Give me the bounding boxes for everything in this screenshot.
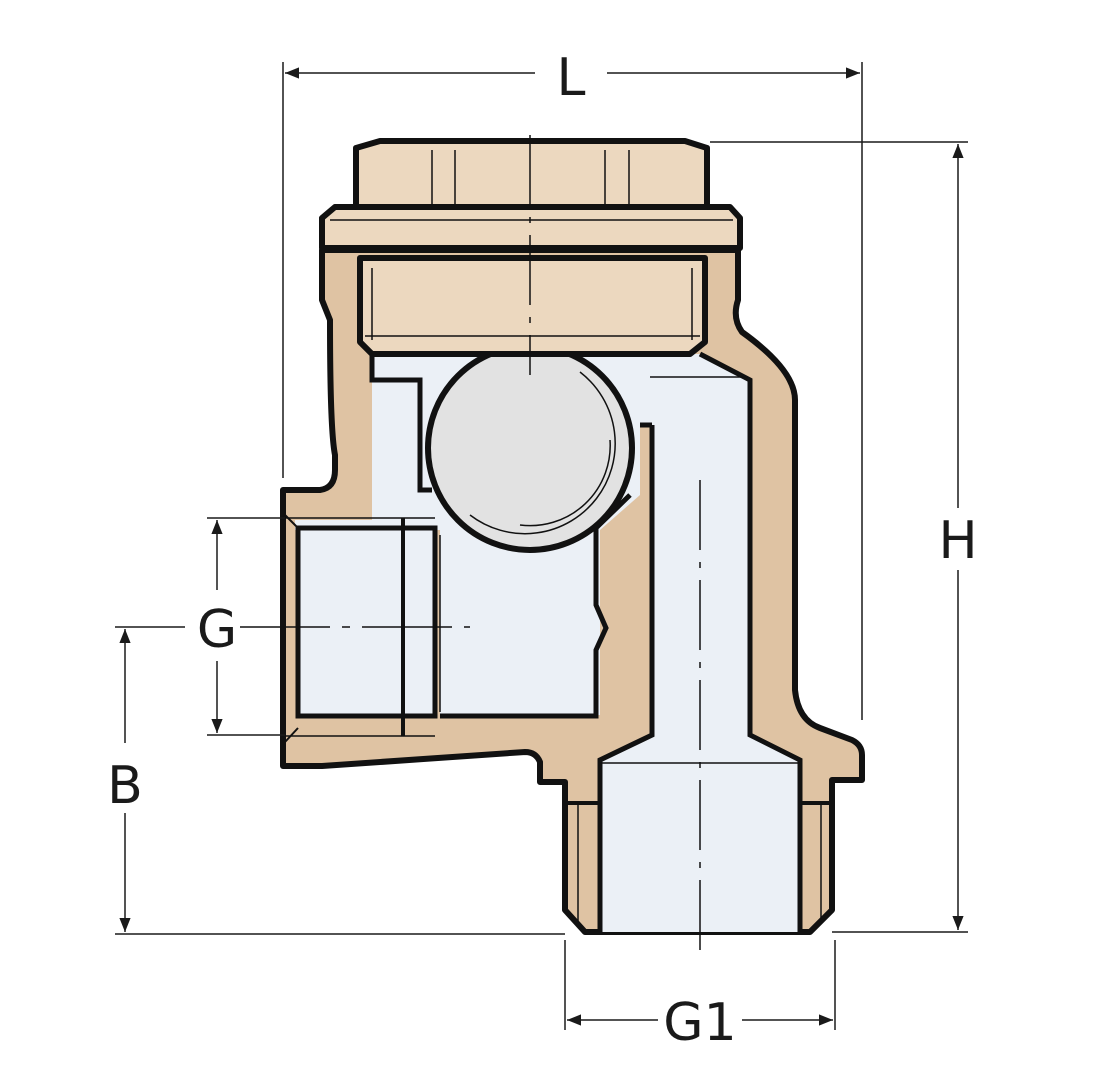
dimension-L: L — [282, 48, 863, 720]
check-ball — [425, 343, 635, 553]
dimension-label-G: G — [197, 600, 237, 660]
dimension-label-H: H — [938, 511, 977, 571]
dimension-G1: G1 — [564, 940, 836, 1053]
dimension-B: B — [107, 626, 565, 935]
valve-bores — [284, 351, 832, 932]
dimension-H: H — [710, 141, 978, 933]
centerlines — [240, 135, 701, 955]
dimension-label-L: L — [557, 48, 586, 108]
dimension-G: G — [197, 517, 285, 736]
valve-cap — [319, 138, 743, 357]
dimension-label-G1: G1 — [663, 993, 736, 1053]
dimension-label-B: B — [107, 756, 143, 816]
